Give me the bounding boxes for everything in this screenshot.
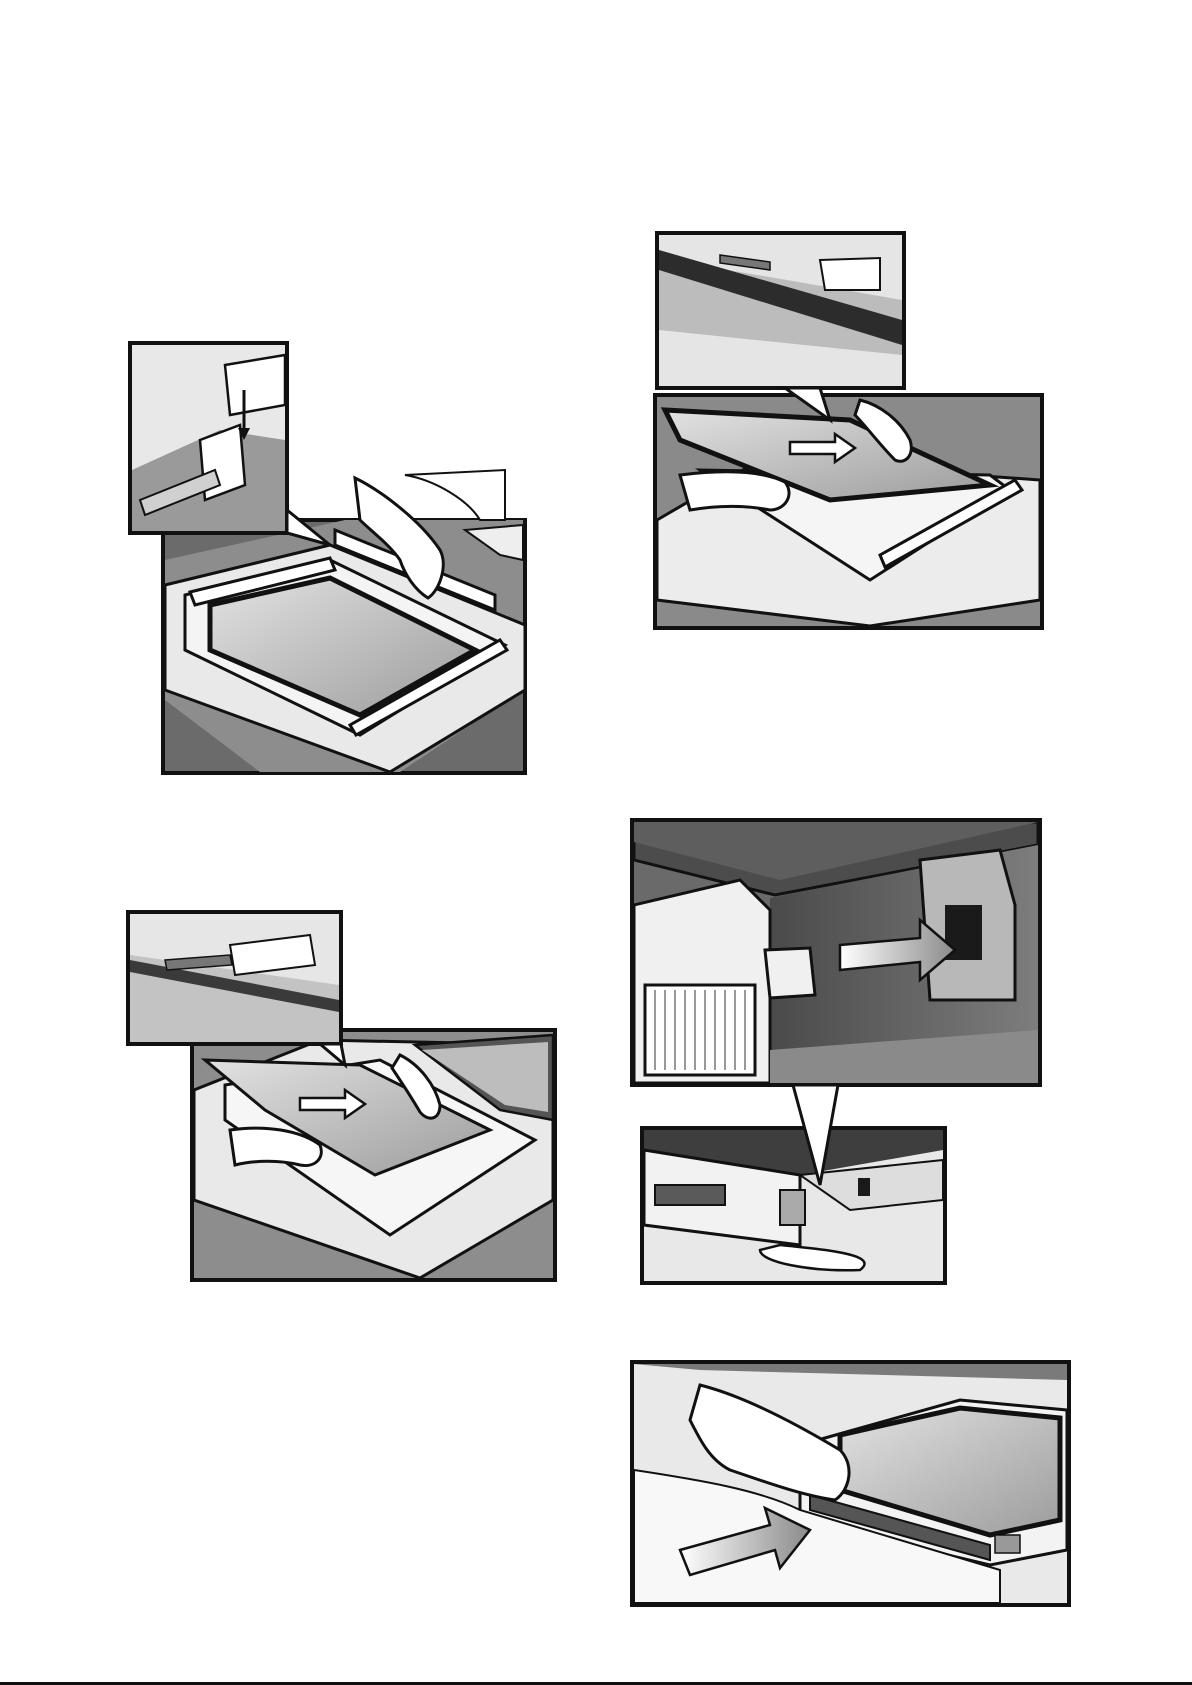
figure-glass-slide [655, 233, 1042, 628]
figure-door-push [632, 1362, 1069, 1605]
figure-clip-fit [130, 343, 525, 773]
figure-glass-insert [128, 912, 555, 1280]
figure-hinge-slot [632, 820, 1040, 1283]
